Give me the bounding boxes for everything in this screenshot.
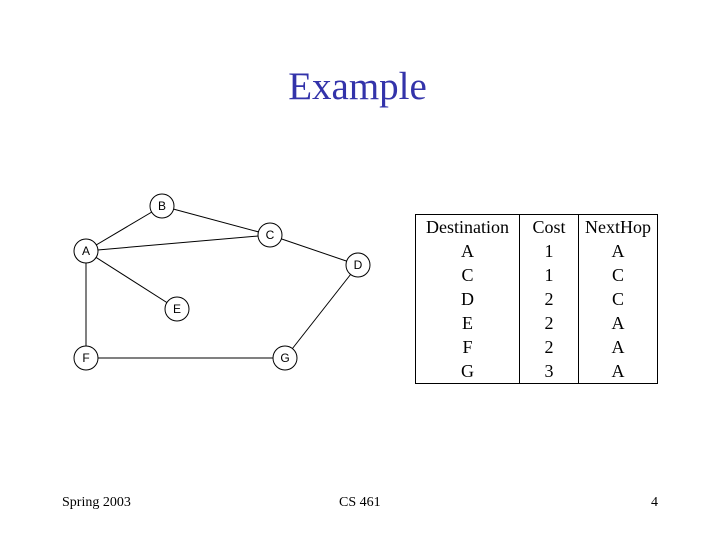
edge-a-b [85,205,163,252]
node-circle [345,252,371,278]
cell-cost: 2 [519,335,579,359]
node-g: G [272,345,298,371]
node-b: B [149,193,175,219]
cell-nexthop: A [611,361,625,381]
routing-table: Destination Cost NextHop A 1 A C 1 C D 2… [415,214,658,384]
cell-destination: F [415,335,520,359]
table-row: F 2 A [415,335,658,359]
graph-edges [85,205,359,359]
cell-destination: A [415,239,520,263]
node-label: G [280,351,289,365]
edge-c-d [269,234,359,266]
cell-nexthop: C [611,265,624,285]
cell-cost: 2 [519,311,579,335]
cell-cost: 3 [519,359,579,384]
cell-cost: 1 [519,263,579,287]
edge-a-c [85,234,271,252]
footer-date: Spring 2003 [62,495,131,510]
header-cost: Cost [519,214,579,239]
node-label: A [82,244,90,258]
cell-cost: 1 [519,239,579,263]
node-circle [149,193,175,219]
node-circle [257,222,283,248]
cell-destination: C [415,263,520,287]
node-circle [164,296,190,322]
cell-destination: G [415,359,520,384]
cell-nexthop: C [611,289,624,309]
edge-a-e [85,250,178,310]
node-d: D [345,252,371,278]
node-a: A [73,238,99,264]
node-label: F [82,351,89,365]
node-circle [73,238,99,264]
footer-course: CS 461 [339,495,381,510]
cell-destination: D [415,287,520,311]
header-destination: Destination [415,214,520,239]
node-circle [73,345,99,371]
cell-cost: 2 [519,287,579,311]
routing-table-header: Destination Cost NextHop [415,214,658,239]
node-circle [272,345,298,371]
edge-b-c [161,205,271,236]
table-row: G 3 A [415,359,658,384]
cell-nexthop: A [611,241,625,261]
node-label: B [158,199,166,213]
table-row: C 1 C [415,263,658,287]
footer-page-number: 4 [651,495,658,510]
node-c: C [257,222,283,248]
node-label: E [173,302,181,316]
slide-title: Example [288,65,427,108]
node-e: E [164,296,190,322]
edge-d-g [284,264,359,359]
graph-nodes: B C A D E F G [73,193,371,371]
cell-destination: E [415,311,520,335]
table-row: A 1 A [415,239,658,263]
table-row: E 2 A [415,311,658,335]
cell-nexthop: A [611,337,625,357]
node-f: F [73,345,99,371]
header-nexthop: NextHop [585,217,651,237]
cell-nexthop: A [611,313,625,333]
node-label: D [354,258,363,272]
node-label: C [266,228,275,242]
table-row: D 2 C [415,287,658,311]
